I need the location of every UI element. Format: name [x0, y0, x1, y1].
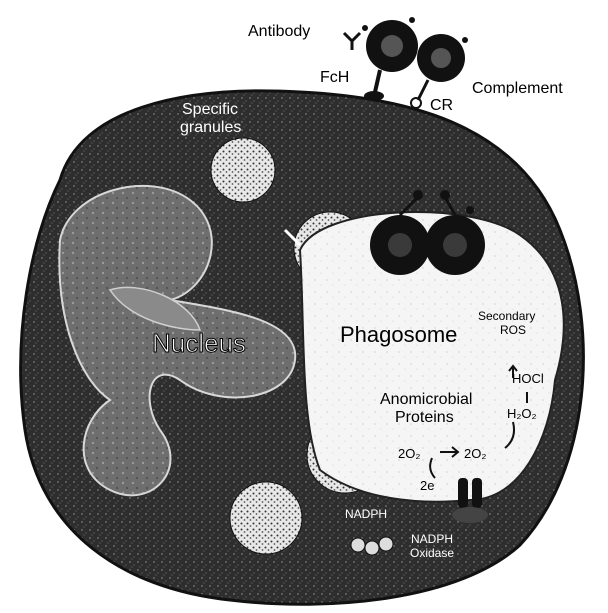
granule-bottom — [230, 482, 302, 554]
electron-label: 2e — [420, 478, 434, 493]
antimicrobial-proteins-label-2: Proteins — [395, 409, 454, 426]
secondary-ros-label-2: ROS — [500, 323, 526, 337]
hocl-label: HOCl — [512, 371, 544, 386]
superoxide-label-right: 2O₂ — [464, 446, 486, 461]
complement-receptor-label: CR — [430, 97, 453, 114]
superoxide-label-left: 2O₂ — [398, 446, 420, 461]
specific-granule — [211, 138, 275, 202]
fc-receptor-label: FcH — [320, 69, 349, 86]
nadph-oxidase-label-2: Oxidase — [410, 546, 454, 560]
nadph-oxidase-label-1: NADPH — [411, 532, 453, 546]
nadph-label: NADPH — [345, 507, 387, 521]
secondary-ros-label-1: Secondary — [478, 309, 535, 323]
phagosome-label: Phagosome — [340, 322, 457, 347]
antibody-label: Antibody — [248, 23, 310, 40]
complement-label: Complement — [472, 80, 563, 97]
nucleus-label: Nucleus — [152, 328, 246, 358]
antimicrobial-proteins-label-1: Anomicrobial — [380, 391, 472, 408]
antibody-icon — [344, 33, 360, 50]
complement-receptor-icon — [411, 80, 428, 108]
specific-granules-label-2: granules — [180, 119, 241, 136]
h2o2-label: H₂O₂ — [507, 406, 537, 421]
specific-granules-label-1: Specific — [182, 101, 238, 118]
fc-receptor-icon — [364, 70, 384, 101]
